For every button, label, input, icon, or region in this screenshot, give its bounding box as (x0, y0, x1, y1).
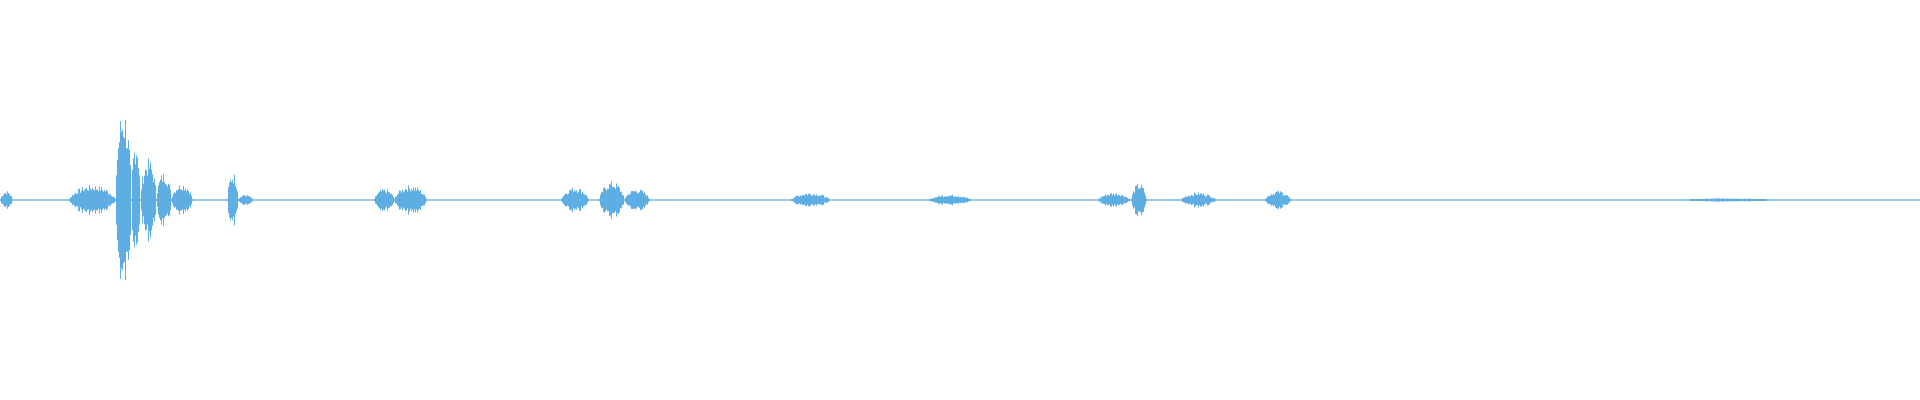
waveform-segment (561, 187, 589, 213)
waveform-segment (227, 174, 239, 226)
waveform-bars (0, 119, 1767, 281)
waveform-segment (156, 173, 172, 227)
waveform-segment (1098, 193, 1130, 207)
waveform-segment (0, 191, 13, 209)
waveform-segment (791, 193, 830, 207)
waveform-segment (929, 194, 971, 206)
waveform-segment (1690, 198, 1767, 202)
waveform-segment (140, 158, 157, 242)
waveform-segment (115, 119, 132, 281)
waveform-segment (624, 189, 650, 211)
waveform-segment (171, 185, 193, 215)
waveform-segment (1181, 192, 1216, 208)
waveform-segment (238, 194, 253, 206)
waveform-segment (1131, 183, 1147, 217)
waveform-segment (69, 185, 116, 215)
waveform-segment (1265, 190, 1291, 210)
waveform-segment (394, 185, 427, 215)
waveform-segment (131, 152, 141, 248)
waveform-segment (374, 189, 395, 211)
waveform-segment (599, 181, 625, 219)
